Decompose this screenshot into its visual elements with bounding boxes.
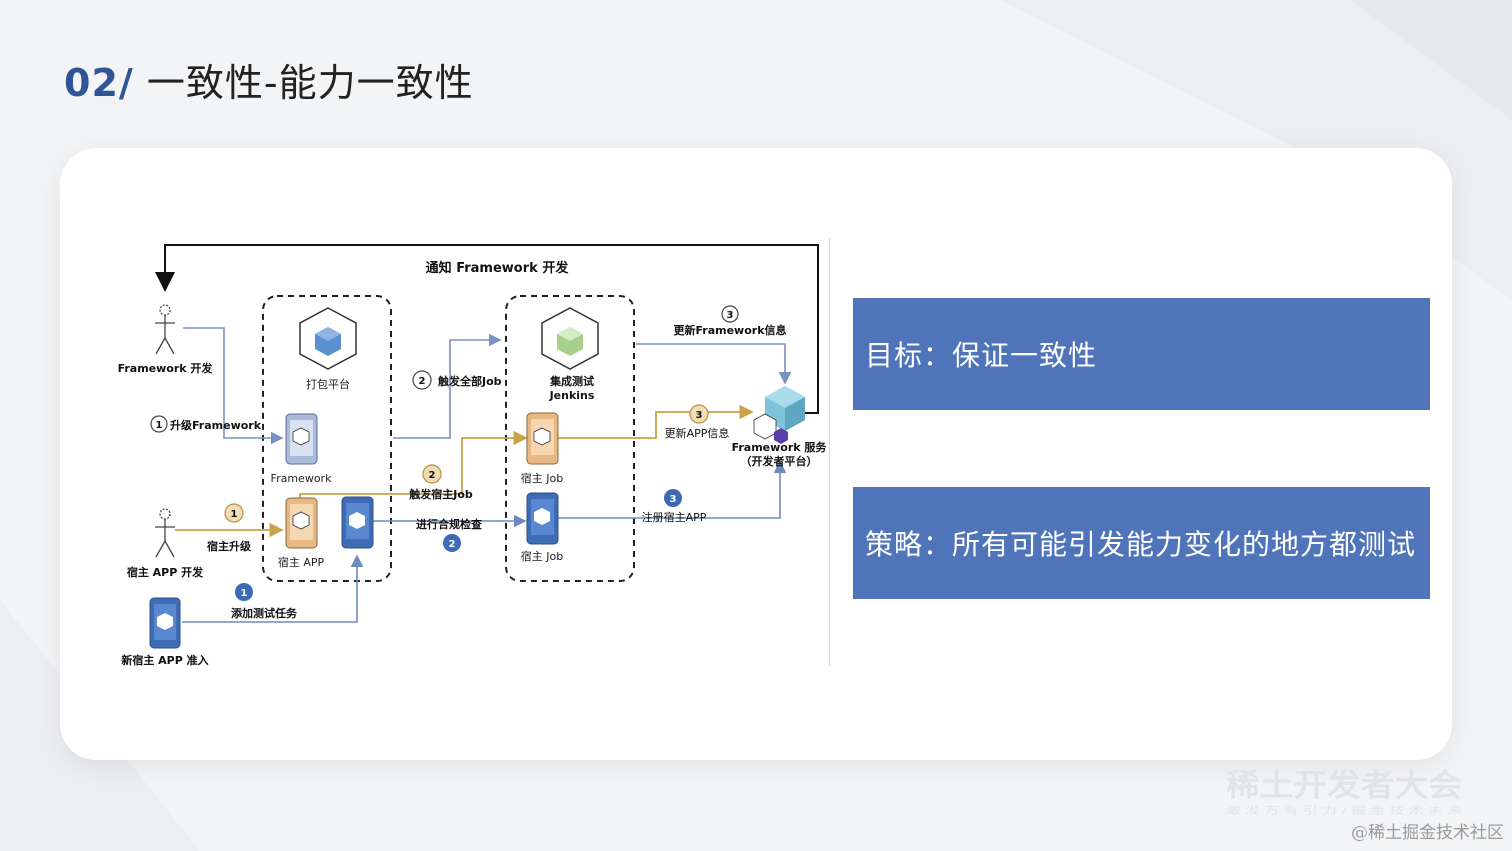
svg-text:1: 1 bbox=[156, 420, 163, 431]
vertical-divider bbox=[829, 238, 830, 666]
svg-text:3: 3 bbox=[727, 310, 734, 321]
upgrade-framework-arrow bbox=[183, 327, 284, 445]
register-arrow bbox=[558, 460, 787, 519]
update-fw-info-arrow bbox=[636, 343, 792, 385]
step-badge: 2 bbox=[443, 534, 461, 552]
trigger-all-label: 触发全部Job bbox=[437, 374, 502, 388]
step-badge: 2 bbox=[412, 370, 432, 390]
host-app-dev-label: 宿主 APP 开发 bbox=[127, 565, 204, 579]
goal-box: 目标：保证一致性 bbox=[853, 298, 1430, 410]
notify-label: 通知 Framework 开发 bbox=[426, 260, 570, 276]
ci-label-line1: 集成测试 bbox=[549, 374, 594, 388]
slide-title-text: 一致性-能力一致性 bbox=[146, 61, 474, 105]
host-job-1-label: 宿主 Job bbox=[521, 471, 563, 485]
add-test-label: 添加测试任务 bbox=[231, 606, 298, 620]
svg-text:3: 3 bbox=[670, 494, 677, 505]
person-icon bbox=[155, 304, 175, 355]
watermark: @稀土掘金技术社区 bbox=[1351, 823, 1504, 843]
strategy-box: 策略：所有可能引发能力变化的地方都测试 bbox=[853, 487, 1430, 599]
svg-text:1: 1 bbox=[241, 588, 248, 599]
svg-text:2: 2 bbox=[419, 376, 426, 387]
consistency-flow-diagram: 通知 Framework 开发 Framework 开发 宿主 APP 开发 新… bbox=[118, 244, 828, 667]
step-badge: 1 bbox=[235, 583, 253, 601]
update-fw-info-label: 更新Framework信息 bbox=[673, 323, 786, 337]
svg-text:2: 2 bbox=[429, 470, 436, 481]
phone-icon bbox=[285, 497, 318, 549]
new-host-app-label: 新宿主 APP 准入 bbox=[121, 653, 208, 667]
phone-icon bbox=[149, 597, 181, 649]
trigger-host-arrow bbox=[299, 430, 528, 498]
notify-arrow bbox=[155, 244, 819, 414]
update-app-info-label: 更新APP信息 bbox=[665, 426, 730, 440]
step-badge: 3 bbox=[689, 404, 709, 424]
cube-icon bbox=[299, 307, 357, 370]
svg-text:3: 3 bbox=[696, 410, 703, 421]
phone-icon bbox=[526, 412, 559, 465]
goal-text: 目标：保证一致性 bbox=[865, 339, 1098, 372]
framework-node-label: Framework bbox=[271, 472, 333, 485]
service-label-line1: Framework 服务 bbox=[732, 440, 828, 454]
framework-dev-label: Framework 开发 bbox=[118, 361, 214, 375]
host-app-node-label: 宿主 APP bbox=[278, 555, 325, 569]
slide-title: 02/ 一致性-能力一致性 bbox=[64, 52, 474, 107]
conference-name: 稀土开发者大会 bbox=[1226, 768, 1462, 804]
compliance-label: 进行合规检查 bbox=[416, 517, 482, 531]
person-icon bbox=[155, 508, 175, 558]
svg-text:2: 2 bbox=[449, 539, 456, 550]
service-cube-icon bbox=[753, 386, 805, 444]
step-badge: 3 bbox=[721, 305, 739, 323]
trigger-all-arrow bbox=[393, 333, 502, 439]
conference-logo: 稀土开发者大会 激 发 万 有 引 力 / 掘 金 技 术 未 来 bbox=[1226, 768, 1462, 817]
step-badge: 3 bbox=[664, 489, 682, 507]
add-test-arrow bbox=[182, 554, 364, 623]
host-upgrade-label: 宿主升级 bbox=[207, 539, 252, 553]
ci-label-line2: Jenkins bbox=[549, 389, 595, 402]
trigger-host-label: 触发宿主Job bbox=[408, 487, 473, 501]
phone-icon bbox=[341, 496, 374, 549]
step-badge: 1 bbox=[224, 503, 244, 523]
cube-icon bbox=[541, 307, 599, 370]
conference-tagline: 激 发 万 有 引 力 / 掘 金 技 术 未 来 bbox=[1226, 804, 1462, 817]
step-badge: 1 bbox=[150, 415, 168, 433]
register-label: 注册宿主APP bbox=[642, 510, 707, 524]
service-label-line2: （开发者平台） bbox=[741, 454, 818, 468]
host-job-2-label: 宿主 Job bbox=[521, 549, 563, 563]
step-badge: 2 bbox=[422, 464, 442, 484]
upgrade-framework-label: 升级Framework bbox=[170, 418, 262, 432]
packaging-platform-label: 打包平台 bbox=[306, 377, 350, 391]
phone-icon bbox=[526, 492, 559, 545]
phone-icon bbox=[285, 413, 318, 465]
strategy-text: 策略：所有可能引发能力变化的地方都测试 bbox=[865, 528, 1417, 561]
svg-text:1: 1 bbox=[231, 509, 238, 520]
slide-number: 02/ bbox=[64, 61, 134, 105]
